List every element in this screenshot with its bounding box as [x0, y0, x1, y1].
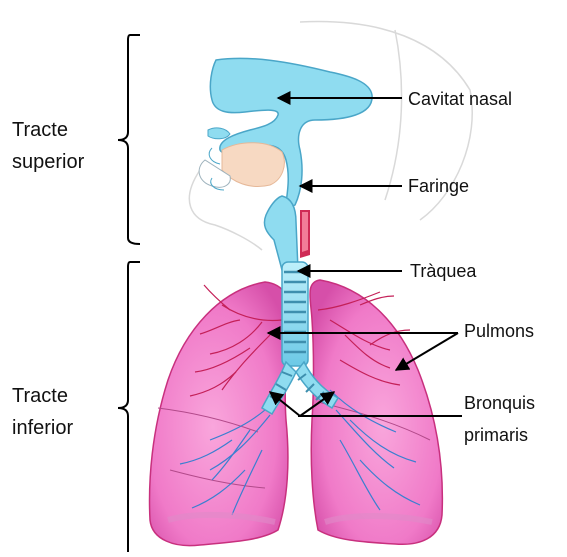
lower-tract-label-line1: Tracte	[12, 380, 73, 412]
upper-tract-label-line2: superior	[12, 146, 84, 178]
lower-tract-label-line2: inferior	[12, 412, 73, 444]
nasal-cavity-shape	[208, 58, 372, 210]
oral-cavity-shape	[199, 143, 284, 190]
trachea-shape	[282, 262, 308, 366]
right-lung	[310, 280, 442, 544]
pharynx-label: Faringe	[408, 173, 469, 201]
pharynx-shape	[264, 196, 310, 270]
nasal-cavity-label: Cavitat nasal	[408, 86, 512, 114]
upper-tract-bracket	[118, 35, 140, 244]
lungs-label: Pulmons	[464, 318, 534, 346]
primary-bronchi-label: Bronquis primaris	[464, 388, 535, 451]
left-lung	[150, 282, 291, 546]
trachea-label: Tràquea	[410, 258, 476, 286]
lower-tract-label: Tracte inferior	[12, 380, 73, 444]
upper-tract-label: Tracte superior	[12, 114, 84, 178]
primary-bronchi-label-line2: primaris	[464, 420, 535, 452]
lower-tract-bracket	[118, 262, 140, 552]
primary-bronchi-label-line1: Bronquis	[464, 388, 535, 420]
upper-tract-label-line1: Tracte	[12, 114, 84, 146]
